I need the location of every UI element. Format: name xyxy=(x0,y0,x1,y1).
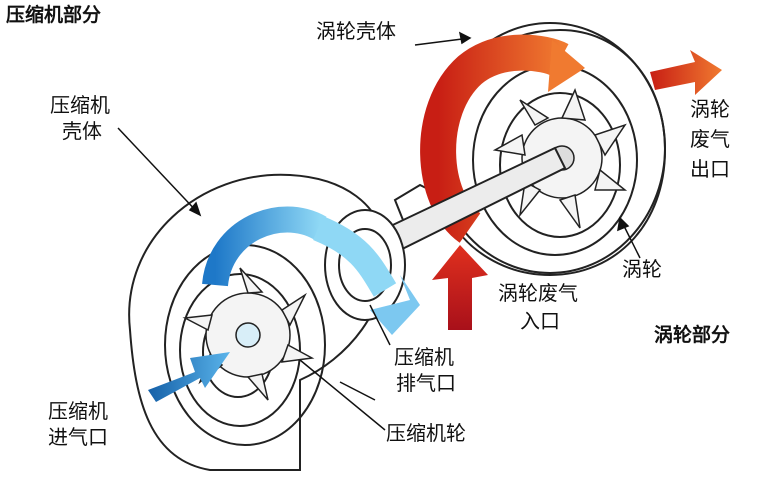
compressor-housing-label-1: 压缩机 xyxy=(50,93,110,117)
exhaust-inlet-label-2: 入口 xyxy=(520,309,560,333)
exhaust-outlet-label-1: 涡轮 xyxy=(690,97,730,121)
turbine-housing-label: 涡轮壳体 xyxy=(316,19,396,43)
exhaust-outlet-label-2: 废气 xyxy=(690,127,730,151)
compressor-wheel-label: 压缩机轮 xyxy=(386,421,466,445)
compressor-section-title: 压缩机部分 xyxy=(6,4,102,26)
hot-exhaust-flow xyxy=(420,34,585,243)
compressor-outlet-label-1: 压缩机 xyxy=(394,345,454,369)
compressor-inlet-label-1: 压缩机 xyxy=(48,399,108,423)
compressor-housing-label-2: 壳体 xyxy=(62,119,102,143)
exhaust-outlet-arrow xyxy=(650,50,722,95)
compressor-inlet-arrow xyxy=(148,352,230,402)
turbine-section-title: 涡轮部分 xyxy=(654,324,731,346)
compressed-air-flow xyxy=(202,206,420,335)
compressor-inlet-label-2: 进气口 xyxy=(48,425,108,449)
exhaust-outlet-label-3: 出口 xyxy=(690,157,730,181)
turbine-wheel-label: 涡轮 xyxy=(622,257,662,281)
leader-lines xyxy=(117,31,641,431)
compressor-outlet-label-2: 排气口 xyxy=(396,371,456,395)
exhaust-inlet-label-1: 涡轮废气 xyxy=(498,281,578,305)
exhaust-inlet-arrow xyxy=(432,245,488,330)
